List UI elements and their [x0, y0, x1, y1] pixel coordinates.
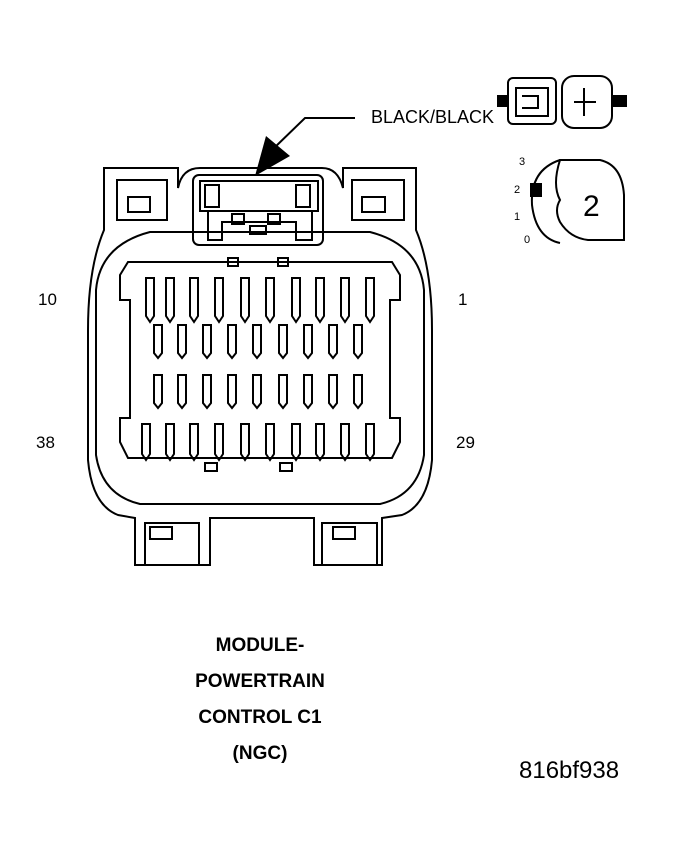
pin-label-1: 1 [458, 290, 468, 309]
connector-side-view [497, 75, 627, 129]
connector-position-view [530, 159, 625, 244]
pin-label-29: 29 [456, 433, 475, 452]
latch-tab-right [351, 179, 405, 221]
lock-tab [192, 174, 324, 246]
pin-row-4 [141, 423, 375, 462]
leader-line [271, 117, 355, 151]
title-line-3: CONTROL C1 [198, 707, 322, 728]
wire-color-label: BLACK/BLACK [371, 107, 495, 127]
position-label-1: 1 [514, 211, 521, 223]
bottom-tab-right [321, 522, 378, 566]
position-label-0: 0 [524, 234, 531, 246]
connector-title: MODULE- POWERTRAIN CONTROL C1 (NGC) [140, 628, 380, 772]
figure-code: 816bf938 [519, 757, 620, 784]
pin-label-38: 38 [36, 433, 55, 452]
connector-housing [87, 167, 433, 566]
title-line-4: (NGC) [232, 743, 288, 764]
selected-position-label: 2 [583, 190, 600, 223]
leader-arrow-icon [255, 136, 290, 176]
pin-row-1 [145, 277, 375, 324]
bottom-tab-left [144, 522, 200, 566]
pin-row-3 [153, 374, 363, 410]
latch-tab-left [116, 179, 168, 221]
pin-row-2 [153, 324, 363, 360]
position-label-3: 3 [519, 156, 526, 168]
title-line-1: MODULE- [215, 635, 305, 656]
position-label-2: 2 [514, 184, 521, 196]
title-line-2: POWERTRAIN [195, 671, 325, 692]
inner-cavity [95, 231, 425, 505]
pin-label-10: 10 [38, 290, 57, 309]
